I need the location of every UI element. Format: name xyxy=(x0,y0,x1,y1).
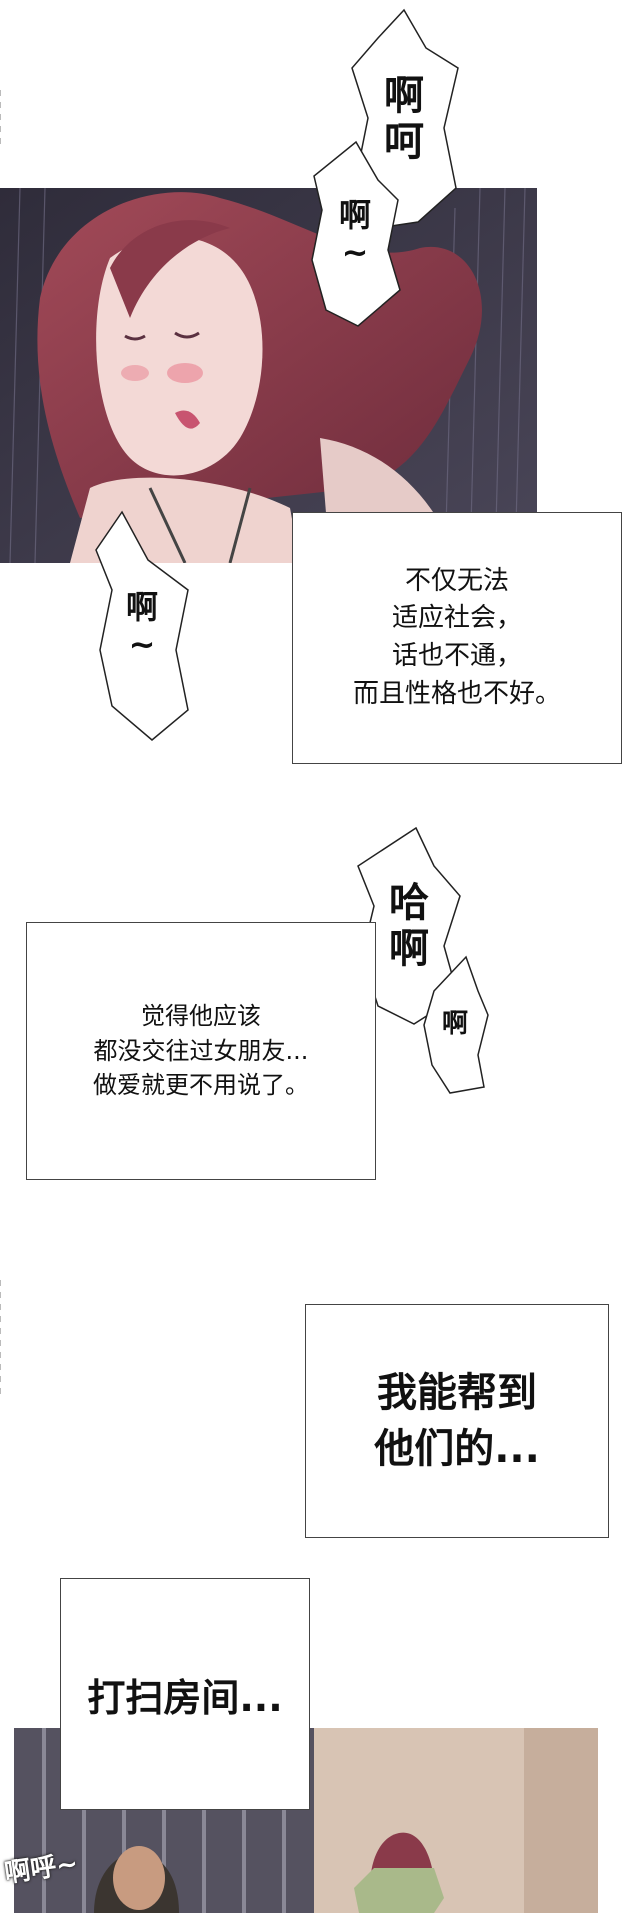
caption-line: 打扫房间... xyxy=(87,1675,283,1720)
gutter-mark xyxy=(0,90,1,150)
sfx-char: 哈 xyxy=(389,880,429,926)
sfx-char: 啊 xyxy=(441,1009,468,1040)
narration-caption-4: 打扫房间... xyxy=(60,1578,310,1810)
sfx-char: 啊 xyxy=(338,196,371,235)
caption-line: 都没交往过女朋友... xyxy=(93,1036,309,1065)
jagged-bubble-shape xyxy=(357,826,461,1025)
jagged-bubble-shape xyxy=(311,140,401,327)
sfx-bubble-a-tilde: 啊 ~ xyxy=(308,140,402,328)
caption-line: 我能帮到 xyxy=(377,1370,537,1416)
sfx-bubble-a-small: 啊 xyxy=(420,955,490,1095)
sfx-char: 呵 xyxy=(384,119,424,165)
jagged-bubble-shape xyxy=(423,955,489,1094)
caption-line: 他们的... xyxy=(374,1426,540,1472)
caption-line: 话也不通， xyxy=(391,641,522,671)
narration-caption-1: 不仅无法 适应社会， 话也不通， 而且性格也不好。 xyxy=(292,512,622,764)
jagged-bubble-shape xyxy=(351,8,459,229)
sfx-char: 啊 xyxy=(389,926,429,972)
narration-caption-3: 我能帮到 他们的... xyxy=(305,1304,609,1538)
caption-line: 做爱就更不用说了。 xyxy=(93,1071,309,1100)
rain-scene-illustration xyxy=(0,188,537,563)
narration-caption-2: 觉得他应该 都没交往过女朋友... 做爱就更不用说了。 xyxy=(26,922,376,1180)
sfx-char: 啊 xyxy=(125,588,158,627)
sfx-bubble-ha-a: 哈 啊 xyxy=(354,826,464,1026)
caption-line: 适应社会， xyxy=(391,603,522,634)
gutter-mark xyxy=(0,1280,1,1400)
sfx-bubble-a-tilde: 啊 ~ xyxy=(92,510,192,742)
caption-line: 不仅无法 xyxy=(404,565,509,596)
caption-line: 觉得他应该 xyxy=(141,1001,261,1030)
sfx-char: 啊 xyxy=(384,73,424,119)
sfx-bubble-a-a: 啊 呵 xyxy=(348,8,460,230)
sfx-char: ~ xyxy=(341,233,369,271)
jagged-bubble-shape xyxy=(95,510,189,741)
sfx-char: ~ xyxy=(128,625,156,663)
caption-line: 而且性格也不好。 xyxy=(352,678,561,709)
panel-rain-scene xyxy=(0,188,537,563)
